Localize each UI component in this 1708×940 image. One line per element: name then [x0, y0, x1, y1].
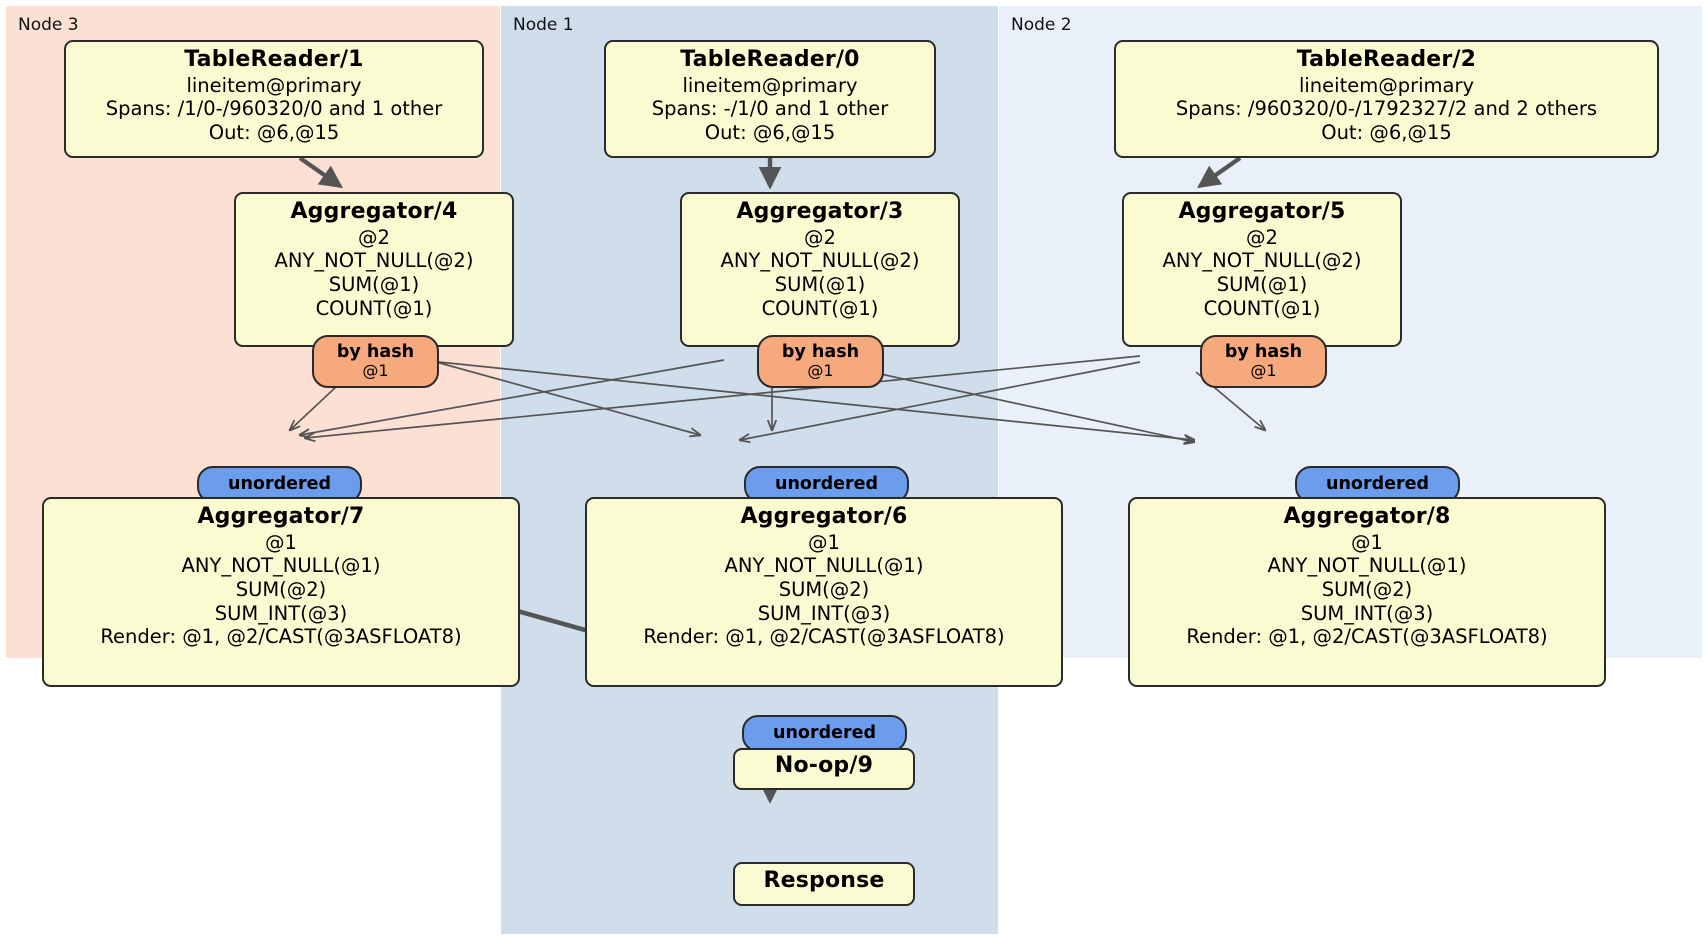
processor-aggregator-4[interactable]: Aggregator/4 @2 ANY_NOT_NULL(@2) SUM(@1)…: [234, 192, 514, 347]
processor-line: @2: [804, 225, 836, 249]
output-router-by-hash-center[interactable]: by hash @1: [757, 335, 884, 388]
processor-tablereader-1[interactable]: TableReader/1 lineitem@primary Spans: /1…: [64, 40, 484, 158]
processor-title: Aggregator/6: [740, 504, 908, 529]
badge-label: unordered: [1326, 473, 1429, 494]
input-synchronizer-unordered-center[interactable]: unordered: [744, 466, 909, 503]
processor-line: Render: @1, @2/CAST(@3ASFLOAT8): [1186, 625, 1548, 649]
badge-label: by hash: [336, 341, 415, 362]
processor-tablereader-2[interactable]: TableReader/2 lineitem@primary Spans: /9…: [1114, 40, 1659, 158]
processor-line: Spans: /960320/0-/1792327/2 and 2 others: [1175, 97, 1598, 121]
processor-line: ANY_NOT_NULL(@1): [724, 554, 924, 578]
processor-aggregator-5[interactable]: Aggregator/5 @2 ANY_NOT_NULL(@2) SUM(@1)…: [1122, 192, 1402, 347]
node-panel-label-node2: Node 2: [1011, 15, 1072, 35]
processor-line: SUM_INT(@3): [757, 601, 891, 625]
processor-line: ANY_NOT_NULL(@1): [181, 554, 381, 578]
processor-line: COUNT(@1): [315, 296, 433, 320]
processor-title: Aggregator/3: [736, 199, 904, 224]
processor-line: COUNT(@1): [761, 296, 879, 320]
processor-line: SUM_INT(@3): [214, 601, 348, 625]
badge-sublabel: @1: [807, 360, 834, 380]
processor-line: SUM(@1): [1216, 273, 1308, 297]
processor-line: @1: [1351, 530, 1383, 554]
badge-label: unordered: [228, 473, 331, 494]
processor-title: TableReader/1: [184, 47, 364, 72]
processor-aggregator-6[interactable]: Aggregator/6 @1 ANY_NOT_NULL(@1) SUM(@2)…: [585, 497, 1063, 687]
processor-no-op-9[interactable]: No-op/9: [733, 748, 915, 790]
badge-label: by hash: [1224, 341, 1303, 362]
node-panel-label-node3: Node 3: [18, 15, 79, 35]
processor-line: SUM(@2): [778, 578, 870, 602]
processor-line: Out: @6,@15: [1321, 121, 1452, 145]
badge-label: by hash: [781, 341, 860, 362]
processor-line: @2: [358, 225, 390, 249]
processor-line: ANY_NOT_NULL(@2): [274, 249, 474, 273]
processor-title: Aggregator/8: [1283, 504, 1451, 529]
processor-title: Aggregator/4: [290, 199, 458, 224]
processor-title: No-op/9: [774, 753, 874, 778]
processor-line: COUNT(@1): [1203, 296, 1321, 320]
badge-label: unordered: [775, 473, 878, 494]
processor-line: SUM_INT(@3): [1300, 601, 1434, 625]
processor-response[interactable]: Response: [733, 862, 915, 906]
processor-title: TableReader/0: [680, 47, 860, 72]
processor-line: SUM(@1): [328, 273, 420, 297]
processor-line: ANY_NOT_NULL(@2): [720, 249, 920, 273]
badge-label: unordered: [773, 722, 876, 743]
processor-line: Spans: -/1/0 and 1 other: [651, 97, 889, 121]
processor-title: Aggregator/5: [1178, 199, 1346, 224]
output-router-by-hash-left[interactable]: by hash @1: [312, 335, 439, 388]
processor-line: lineitem@primary: [1298, 73, 1475, 97]
processor-line: Spans: /1/0-/960320/0 and 1 other: [105, 97, 443, 121]
processor-aggregator-7[interactable]: Aggregator/7 @1 ANY_NOT_NULL(@1) SUM(@2)…: [42, 497, 520, 687]
processor-tablereader-0[interactable]: TableReader/0 lineitem@primary Spans: -/…: [604, 40, 936, 158]
processor-title: TableReader/2: [1296, 47, 1477, 72]
processor-line: lineitem@primary: [682, 73, 858, 97]
processor-line: Render: @1, @2/CAST(@3ASFLOAT8): [643, 625, 1005, 649]
processor-line: ANY_NOT_NULL(@1): [1267, 554, 1467, 578]
processor-aggregator-8[interactable]: Aggregator/8 @1 ANY_NOT_NULL(@1) SUM(@2)…: [1128, 497, 1606, 687]
processor-line: SUM(@2): [1321, 578, 1413, 602]
processor-line: lineitem@primary: [186, 73, 362, 97]
node-panel-label-node1: Node 1: [513, 15, 574, 35]
processor-line: ANY_NOT_NULL(@2): [1162, 249, 1362, 273]
input-synchronizer-unordered-left[interactable]: unordered: [197, 466, 362, 503]
processor-title: Aggregator/7: [197, 504, 365, 529]
output-router-by-hash-right[interactable]: by hash @1: [1200, 335, 1327, 388]
processor-line: Render: @1, @2/CAST(@3ASFLOAT8): [100, 625, 462, 649]
badge-sublabel: @1: [362, 360, 389, 380]
processor-line: @1: [808, 530, 840, 554]
processor-line: @2: [1246, 225, 1278, 249]
processor-line: @1: [265, 530, 297, 554]
processor-line: SUM(@2): [235, 578, 327, 602]
processor-line: SUM(@1): [774, 273, 866, 297]
processor-line: Out: @6,@15: [208, 121, 340, 145]
badge-sublabel: @1: [1250, 360, 1277, 380]
input-synchronizer-unordered-final[interactable]: unordered: [742, 715, 907, 752]
processor-line: Out: @6,@15: [704, 121, 836, 145]
processor-title: Response: [763, 868, 885, 893]
processor-aggregator-3[interactable]: Aggregator/3 @2 ANY_NOT_NULL(@2) SUM(@1)…: [680, 192, 960, 347]
